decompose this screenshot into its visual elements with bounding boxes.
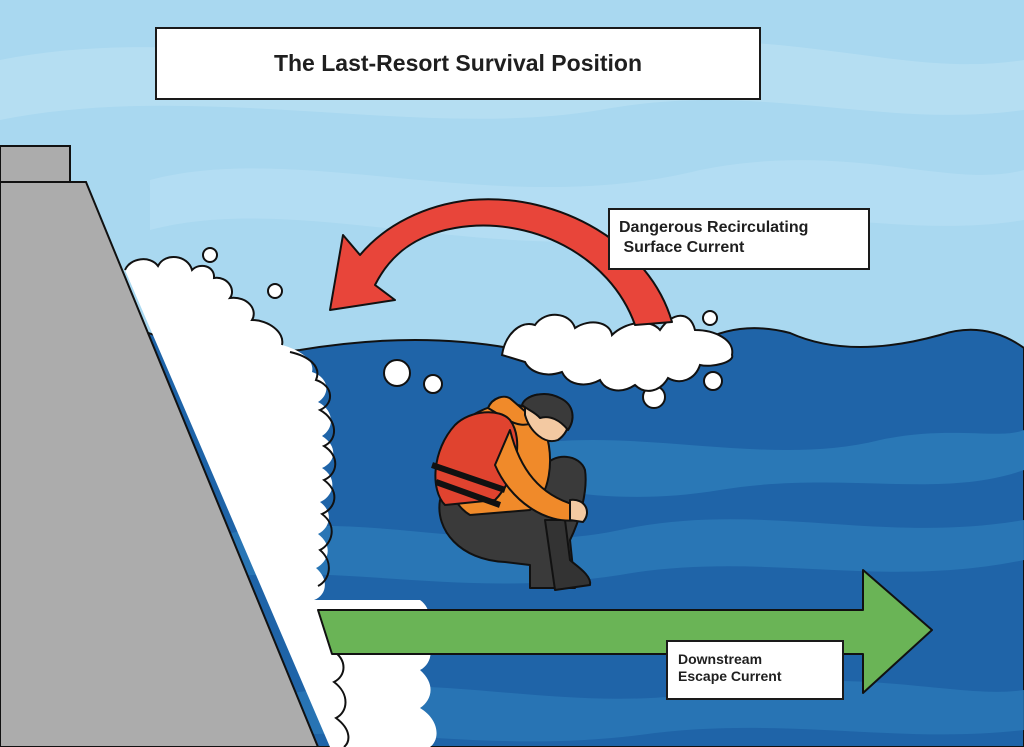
surface-foam [500,313,734,392]
recirculating-current-arrow [329,198,673,326]
dam-wall [0,145,320,747]
recirculating-label-line-1: Dangerous Recirculating [619,219,809,236]
recirculating-current-label: Dangerous Recirculating Surface Current [608,208,870,270]
escape-label-line-2: Escape Current [678,668,782,684]
escape-current-arrow [317,569,933,694]
escape-label-line-1: Downstream [678,651,763,667]
recirculating-label-line-2: Surface Current [619,239,745,256]
page-title: The Last-Resort Survival Position [155,27,761,100]
person-survival-position [431,393,592,591]
escape-current-label: Downstream Escape Current [666,640,844,700]
